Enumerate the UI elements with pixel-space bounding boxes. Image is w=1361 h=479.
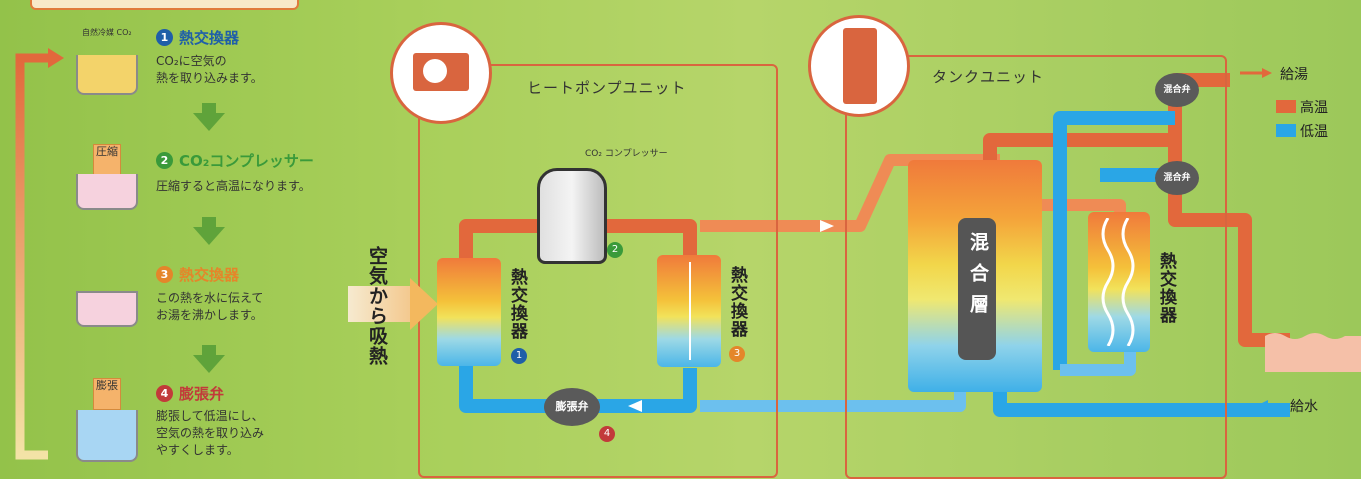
step-2-title: 2 CO₂コンプレッサー	[156, 150, 314, 171]
heat-pump-icon	[390, 22, 492, 124]
down-arrow-2-stem	[202, 217, 216, 227]
expansion-valve: 膨張弁	[544, 388, 600, 426]
air-intake-arrowhead	[410, 278, 438, 330]
tank-heat-exchanger-label: 熱交換器	[1156, 252, 1176, 324]
legend-hot-label: 高温	[1300, 100, 1328, 116]
step-2-label: CO₂コンプレッサー	[179, 152, 314, 170]
heat-exchanger-1-number: 1	[511, 348, 527, 364]
tank-heat-exchanger-coil	[1101, 218, 1135, 346]
tank-heat-exchanger	[1088, 212, 1150, 352]
tank-icon	[808, 15, 910, 117]
step-4-label: 膨張弁	[179, 385, 225, 403]
expansion-valve-number: 4	[599, 426, 615, 442]
beaker-expanded	[76, 410, 138, 462]
step-4-title: 4 膨張弁	[156, 383, 224, 404]
mixing-layer-box	[958, 218, 996, 360]
step-4-number: 4	[156, 385, 173, 402]
air-intake-arrow	[348, 286, 410, 322]
beaker-co2	[76, 55, 138, 95]
mixing-valve-middle: 混合弁	[1155, 161, 1199, 195]
step-2-number: 2	[156, 152, 173, 169]
fan-icon	[423, 59, 447, 83]
compress-tag: 圧縮	[93, 144, 121, 176]
tank-unit-label: タンクユニット	[932, 68, 1045, 86]
heat-exchanger-3-label: 熱交換器	[727, 266, 747, 338]
step-2-desc: 圧縮すると高温になります。	[156, 179, 311, 193]
step-3-number: 3	[156, 266, 173, 283]
step-3-desc-2: お湯を沸かします。	[156, 308, 263, 322]
expand-tag: 膨張	[93, 378, 121, 410]
legend-hot-swatch	[1276, 100, 1296, 113]
step-1-desc-2: 熱を取り込みます。	[156, 71, 263, 85]
left-panel-top-tab	[30, 0, 299, 10]
heat-exchanger-3-divider	[689, 262, 691, 360]
beaker-heat-exchange	[76, 291, 138, 327]
step-4-desc-3: やすくします。	[156, 443, 239, 457]
step-1-number: 1	[156, 29, 173, 46]
down-arrow-3-stem	[202, 345, 216, 355]
step-1-label: 熱交換器	[179, 29, 240, 47]
heat-exchanger-3-number: 3	[729, 346, 745, 362]
heat-exchanger-1	[437, 258, 501, 366]
compressor-label: CO₂ コンプレッサー	[585, 149, 668, 159]
water-supply-label: 給水	[1290, 399, 1318, 415]
beaker-co2-label: 自然冷媒 CO₂	[82, 28, 132, 37]
heat-pump-unit-label: ヒートポンプユニット	[527, 79, 687, 97]
mixing-layer-label: 混合層	[967, 232, 989, 325]
down-arrow-1-stem	[202, 103, 216, 113]
down-arrow-2	[193, 227, 225, 245]
down-arrow-1	[193, 113, 225, 131]
step-3-label: 熱交換器	[179, 266, 240, 284]
legend-cold-label: 低温	[1300, 124, 1328, 140]
heat-exchanger-1-label: 熱交換器	[507, 268, 527, 340]
step-1-desc-1: CO₂に空気の	[156, 54, 227, 68]
beaker-compressed	[76, 174, 138, 210]
step-3-title: 3 熱交換器	[156, 264, 239, 285]
tank-shape	[843, 28, 877, 104]
down-arrow-3	[193, 355, 225, 373]
step-4-desc-2: 空気の熱を取り込み	[156, 426, 265, 440]
compressor-icon	[537, 168, 607, 264]
step-3-desc-1: この熱を水に伝えて	[156, 291, 264, 305]
step-1-title: 1 熱交換器	[156, 27, 239, 48]
mixing-valve-top: 混合弁	[1155, 73, 1199, 107]
compressor-number: 2	[607, 242, 623, 258]
legend-cold-swatch	[1276, 124, 1296, 137]
step-4-desc-1: 膨張して低温にし、	[156, 409, 264, 423]
air-heat-absorb-label: 空気から吸熱	[366, 246, 388, 366]
left-cycle-arrow	[15, 48, 64, 460]
hot-water-output-label: 給湯	[1280, 67, 1308, 83]
